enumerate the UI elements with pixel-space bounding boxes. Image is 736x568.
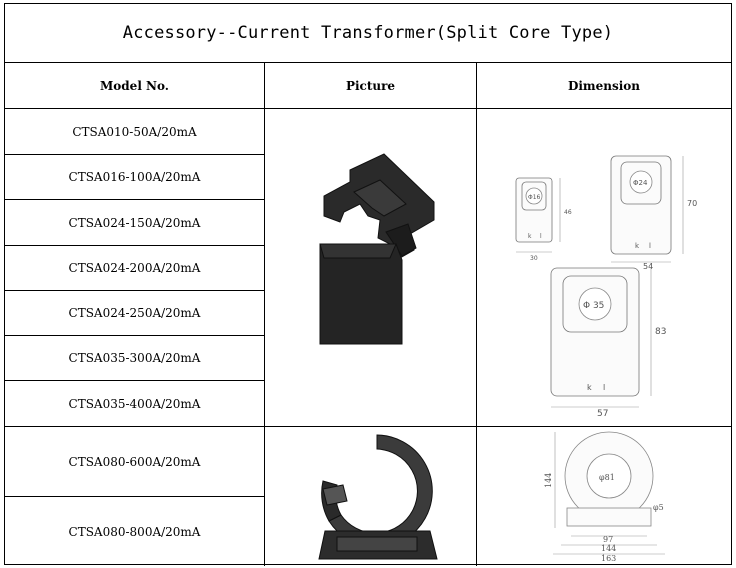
grid-line (5, 335, 264, 336)
dimension-label: Φ24 (633, 179, 648, 187)
model-cell: CTSA035-400A/20mA (68, 396, 201, 411)
split-core-ct-picture (319, 153, 435, 345)
terminal-label: l (540, 233, 542, 240)
model-cell: CTSA024-150A/20mA (68, 215, 201, 230)
dimension-drawing-round: φ81 φ5 144 97 144 163 (544, 431, 665, 563)
grid-line (5, 496, 264, 497)
table-title: Accessory--Current Transformer(Split Cor… (5, 4, 731, 63)
grid-line (476, 63, 477, 566)
dimension-label: 54 (643, 262, 653, 271)
dimension-drawing-large: Φ 35 83 57 k l (550, 267, 666, 419)
grid-line (5, 290, 264, 291)
grid-line (5, 380, 264, 381)
dimension-label: Φ16 (528, 194, 541, 201)
dimension-label: 163 (601, 554, 616, 563)
group-separator (5, 426, 731, 427)
terminal-label: l (649, 242, 651, 250)
terminal-label: l (603, 383, 605, 392)
model-cell: CTSA016-100A/20mA (68, 170, 201, 184)
dimension-drawing-medium: Φ24 70 54 k l (610, 155, 697, 271)
model-cell: CTSA080-800A/20mA (68, 524, 201, 539)
dimension-label: φ81 (599, 473, 615, 482)
model-cell: CTSA010-50A/20mA (72, 124, 197, 139)
dimension-drawing-small: Φ16 46 30 k l (515, 177, 572, 262)
terminal-label: k (635, 242, 640, 250)
dimension-label: 83 (655, 327, 666, 337)
model-cell: CTSA035-300A/20mA (68, 351, 201, 365)
header-model: Model No. (5, 63, 264, 109)
header-picture: Picture (265, 63, 476, 109)
dimension-label: 70 (687, 199, 697, 208)
header-dimension: Dimension (477, 63, 731, 109)
grid-line (264, 63, 265, 566)
spec-table: Accessory--Current Transformer(Split Cor… (4, 3, 732, 566)
grid-line (5, 245, 264, 246)
dimension-label: 30 (530, 255, 538, 262)
dimension-label: φ5 (653, 503, 664, 512)
dimension-label: Φ 35 (583, 301, 604, 311)
model-cell: CTSA024-200A/20mA (68, 261, 201, 275)
model-cell: CTSA080-600A/20mA (68, 454, 201, 469)
dimension-label: 57 (597, 409, 608, 419)
dimension-label: 46 (564, 209, 572, 216)
grid-line (5, 199, 264, 200)
round-split-core-ct-picture (318, 434, 438, 560)
dimension-label: 144 (544, 473, 553, 488)
terminal-label: k (587, 383, 592, 392)
terminal-label: k (528, 233, 532, 240)
dimension-label: 97 (603, 535, 613, 544)
grid-line (5, 154, 264, 155)
model-cell: CTSA024-250A/20mA (68, 306, 201, 320)
dimension-label: 144 (601, 544, 616, 553)
